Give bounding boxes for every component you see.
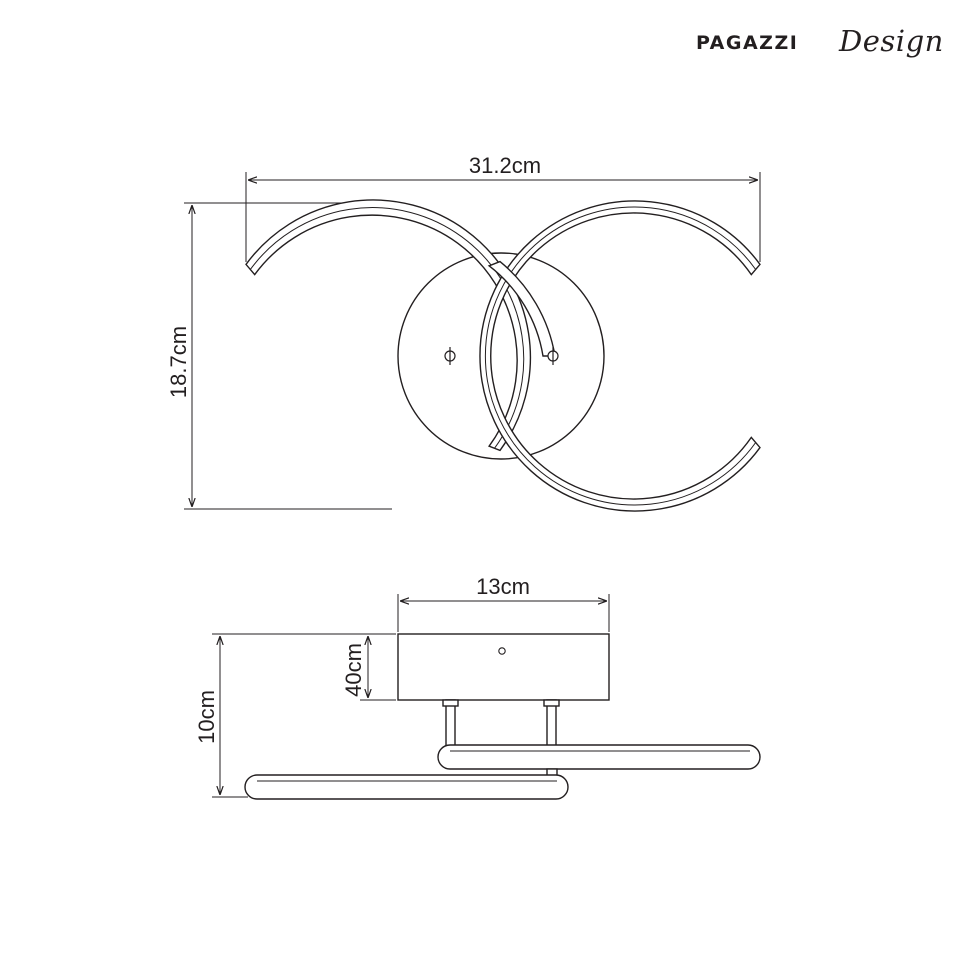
right-c-ring-inner-line xyxy=(484,206,757,506)
right-c-ring xyxy=(479,200,761,512)
brand-logo: PAGAZZI Design xyxy=(696,20,943,70)
brand-name: PAGAZZI xyxy=(696,32,799,54)
height-label: 18.7cm xyxy=(166,326,191,398)
total-height-label: 10cm xyxy=(194,690,219,744)
support-rod-left xyxy=(442,699,459,747)
canopy-base xyxy=(397,633,610,701)
canopy-screw-icon xyxy=(498,647,506,655)
top-view: 31.2cm 18.7cm xyxy=(166,153,761,512)
width-label: 31.2cm xyxy=(469,153,541,178)
brand-script: Design xyxy=(839,24,944,58)
side-view: 13cm 40cm 10cm xyxy=(194,574,761,800)
base-height-label: 40cm xyxy=(341,643,366,697)
upper-ring-profile xyxy=(437,744,761,770)
lower-ring-profile xyxy=(244,774,569,800)
screw-right-icon xyxy=(547,347,559,365)
left-c-ring-overlap xyxy=(487,260,556,357)
left-c-ring-inner-line xyxy=(249,207,525,449)
base-circle xyxy=(397,252,605,460)
support-rod-right xyxy=(543,699,560,747)
base-width-label: 13cm xyxy=(476,574,530,599)
screw-left-icon xyxy=(444,347,456,365)
